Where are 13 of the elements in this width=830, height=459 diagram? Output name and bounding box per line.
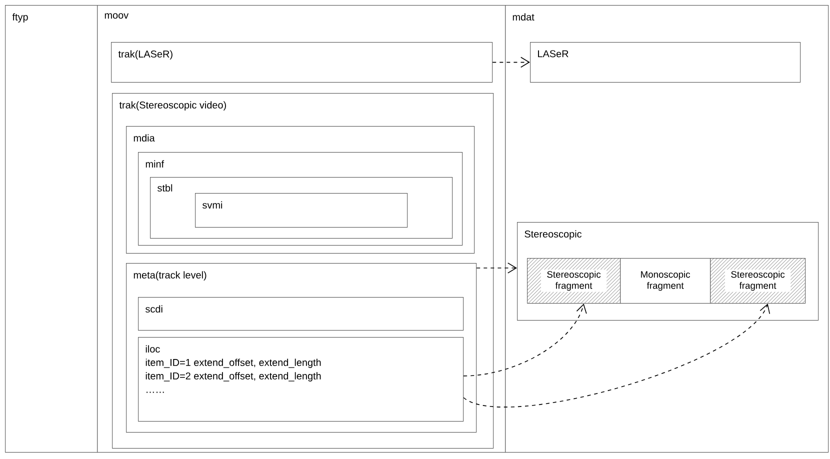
box: svmi	[195, 193, 408, 228]
fragment-box: Stereoscopic fragment	[527, 258, 621, 304]
arrow	[463, 304, 587, 376]
arrow	[492, 56, 530, 68]
box: LASeR	[530, 42, 801, 83]
fragment-box: Monoscopic fragment	[620, 258, 711, 304]
box: iloc item_ID=1 extend_offset, extend_length item_ID=2 extend_offset, extend_length ……	[138, 337, 464, 422]
fragment-box: Stereoscopic fragment	[710, 258, 806, 304]
column-box: ftyp	[5, 5, 98, 453]
box: trak(LASeR)	[111, 42, 493, 83]
box: scdi	[138, 297, 464, 331]
arrow	[476, 262, 517, 274]
arrow	[463, 304, 770, 408]
